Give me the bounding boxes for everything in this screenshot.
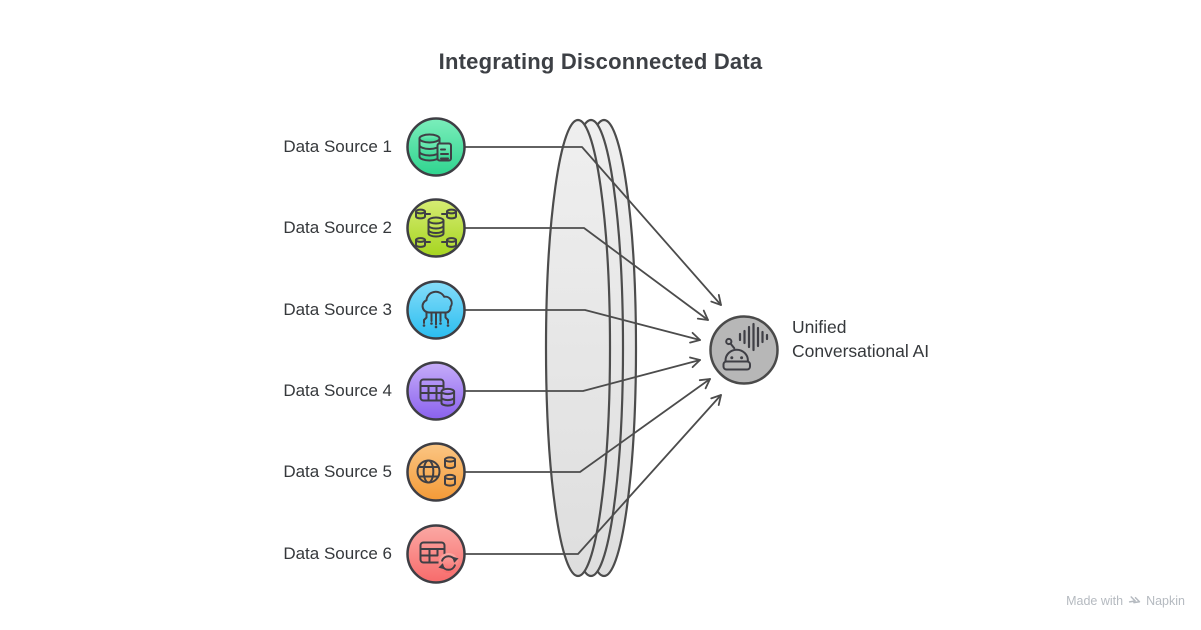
connectors (463, 146, 722, 555)
distributed-database-icon (415, 208, 457, 248)
data-source-4-node (406, 361, 466, 421)
cloud-circuit-icon (421, 290, 453, 329)
data-source-2-node (406, 198, 466, 258)
data-source-3-label: Data Source 3 (283, 300, 392, 319)
data-source-6-label: Data Source 6 (283, 544, 392, 563)
data-source-1-label: Data Source 1 (283, 137, 392, 156)
data-source-6-circle (406, 524, 466, 584)
data-source-5-node (406, 442, 466, 502)
watermark: Made with Napkin (1066, 594, 1185, 608)
table-sync-icon (419, 541, 459, 573)
hub-label: Unified Conversational AI (792, 317, 930, 361)
integration-lens (544, 118, 638, 578)
data-source-4-label: Data Source 4 (283, 381, 392, 400)
lens-front-face (544, 118, 612, 578)
hub-node (709, 315, 779, 385)
watermark-prefix: Made with (1066, 594, 1124, 608)
connector-arrow-5 (463, 378, 711, 473)
watermark-brand: Napkin (1146, 594, 1185, 608)
data-source-3-circle (406, 280, 466, 340)
diagram-title: Integrating Disconnected Data (438, 49, 763, 74)
data-source-3-node (406, 280, 466, 340)
connector-arrow-3 (463, 309, 701, 344)
table-database-icon (419, 378, 456, 407)
napkin-logo-icon (1128, 595, 1141, 603)
connector-arrow-1 (463, 146, 722, 306)
data-source-5-label: Data Source 5 (283, 462, 392, 481)
hub-circle (709, 315, 779, 385)
conversational-ai-robot-icon (722, 322, 769, 371)
globe-database-icon (416, 456, 456, 487)
data-source-6-node (406, 524, 466, 584)
data-source-1-node (406, 117, 466, 177)
data-source-5-circle (406, 442, 466, 502)
source-nodes (406, 117, 466, 584)
connector-arrow-6 (463, 394, 722, 555)
data-source-2-label: Data Source 2 (283, 218, 392, 237)
database-document-icon (418, 133, 452, 162)
connector-arrow-4 (463, 356, 701, 392)
connector-arrow-2 (463, 227, 709, 321)
